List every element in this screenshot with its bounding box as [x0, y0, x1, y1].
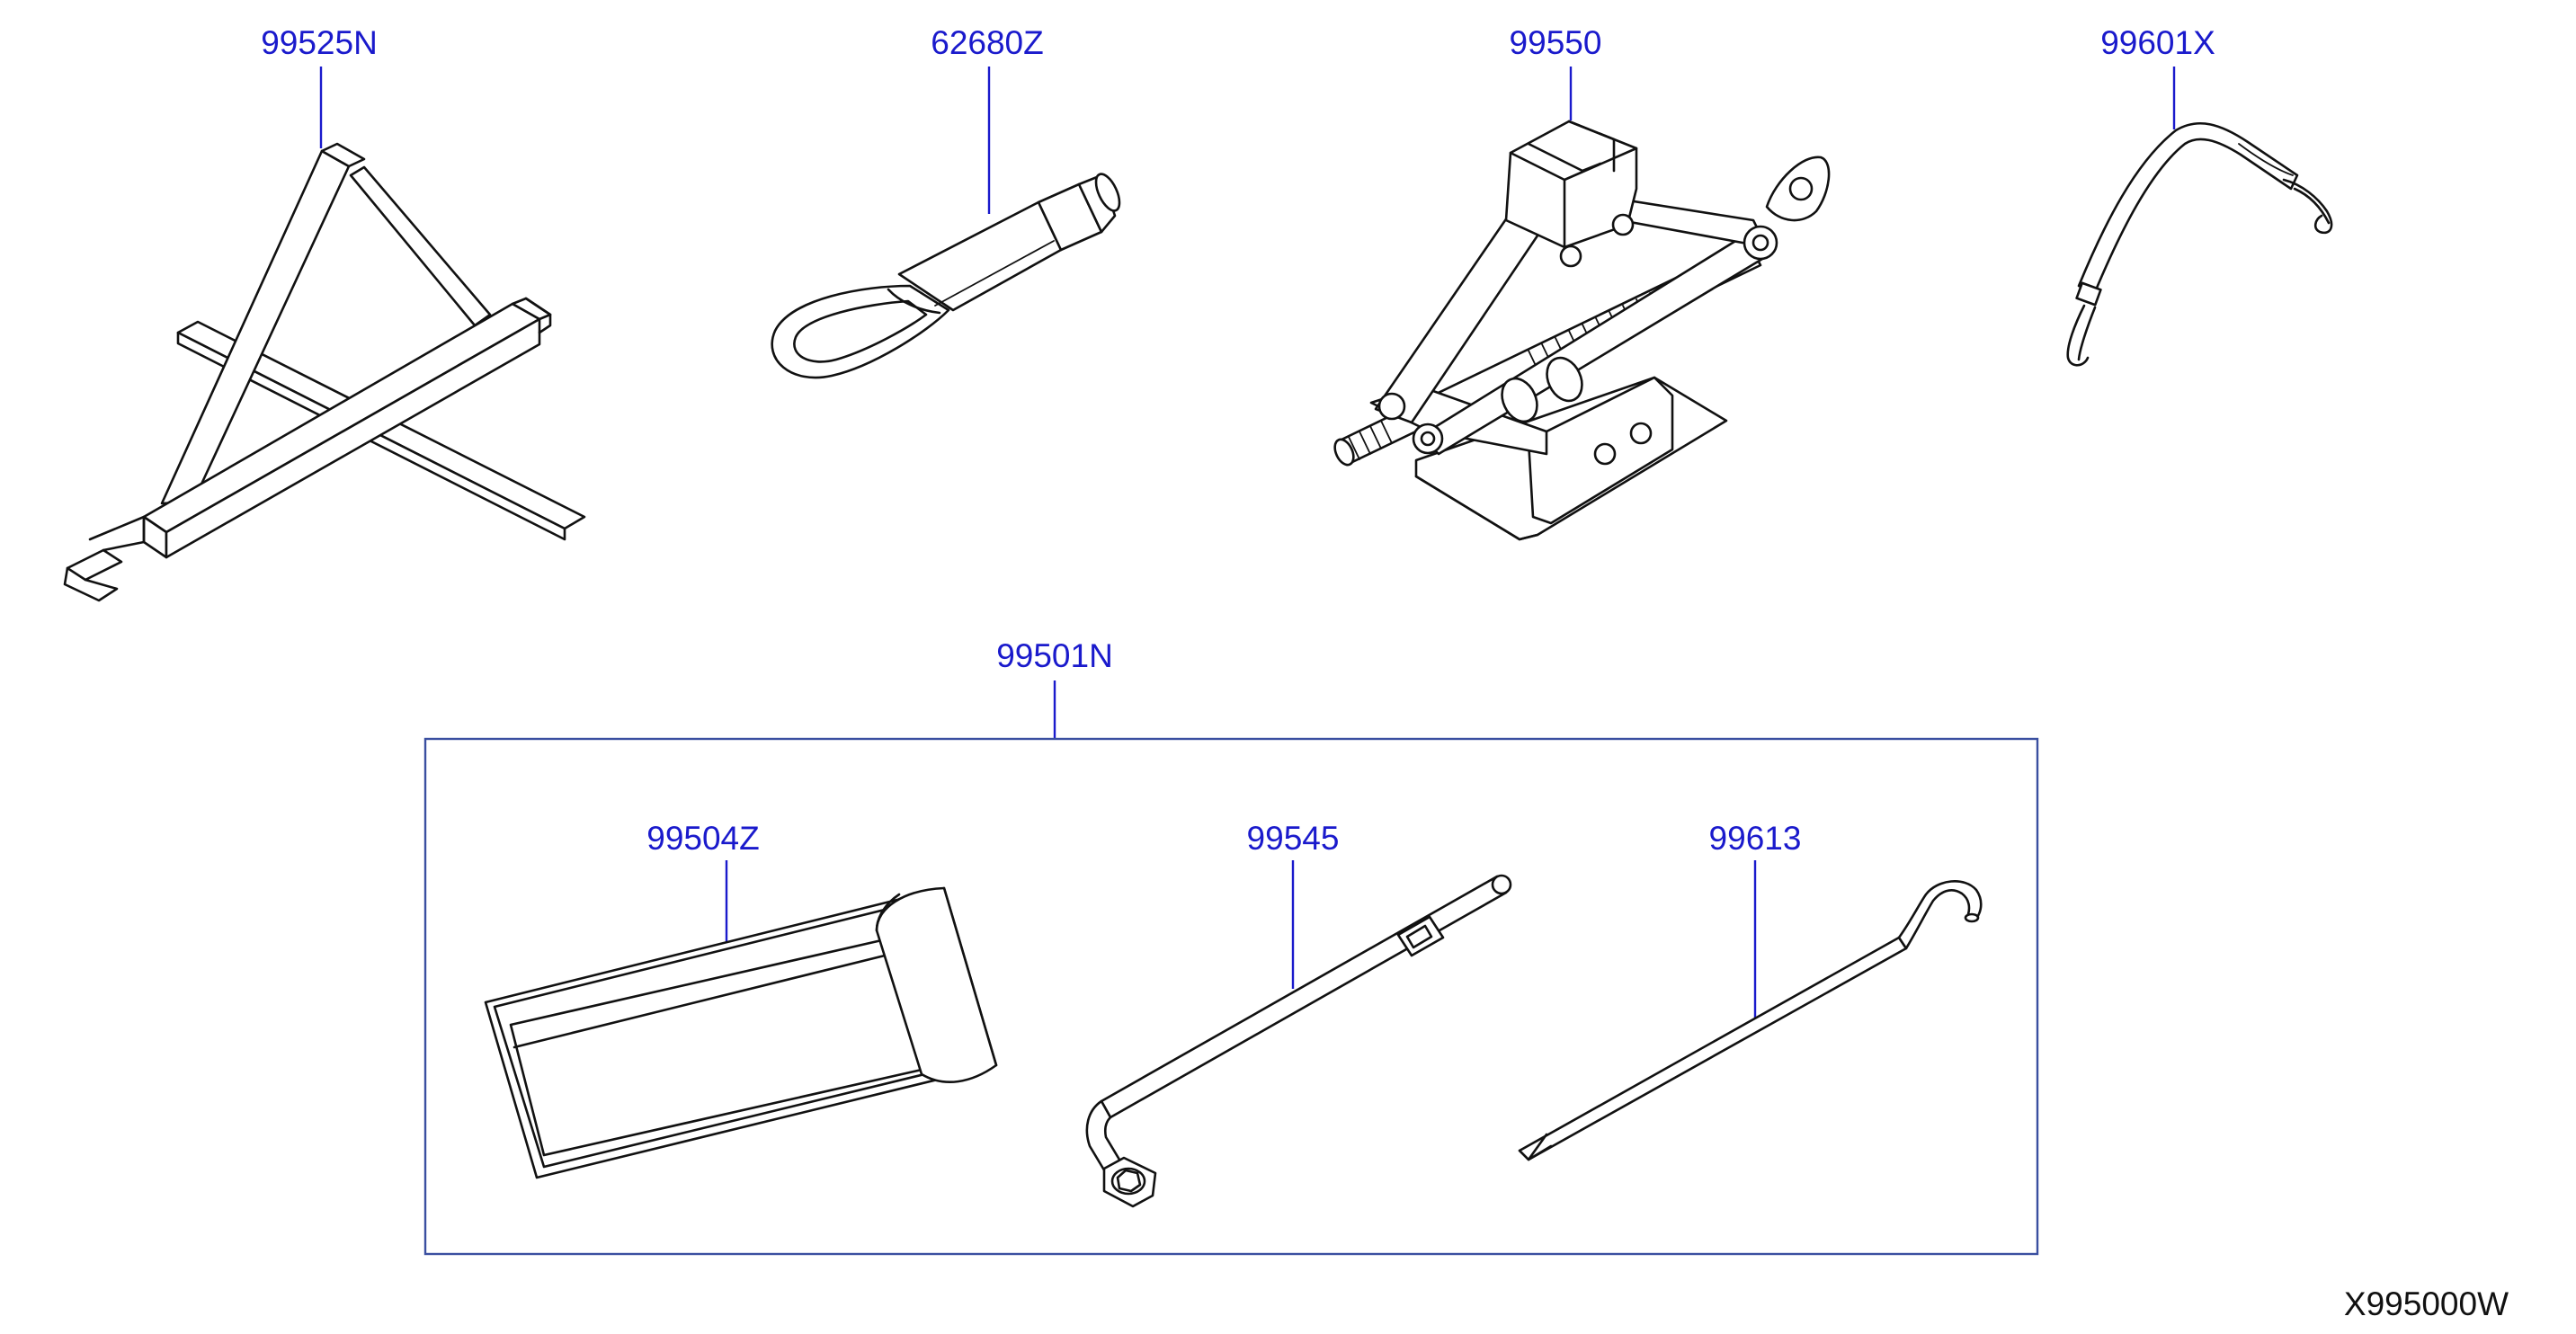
jack-handle-drawing [1518, 880, 1983, 1161]
tool-bag-drawing [484, 886, 998, 1179]
jack-drawing [1333, 120, 1831, 541]
label-jack-handle[interactable]: 99613 [1709, 820, 1802, 857]
label-tool-bag[interactable]: 99504Z [646, 820, 760, 857]
label-hook-strap[interactable]: 99601X [2100, 24, 2215, 61]
tool-set-group-box [423, 737, 2039, 1256]
hook-strap-drawing [2066, 122, 2333, 367]
wheel-wrench-drawing [1085, 874, 1512, 1208]
label-tool-set[interactable]: 99501N [996, 637, 1113, 674]
diagram-code: X995000W [2344, 1285, 2509, 1322]
label-tow-hook[interactable]: 62680Z [931, 24, 1044, 61]
label-jack[interactable]: 99550 [1510, 24, 1602, 61]
label-warning-triangle[interactable]: 99525N [261, 24, 378, 61]
warning-triangle-drawing [63, 142, 586, 602]
tow-hook-drawing [771, 173, 1121, 379]
label-wheel-wrench[interactable]: 99545 [1247, 820, 1340, 857]
